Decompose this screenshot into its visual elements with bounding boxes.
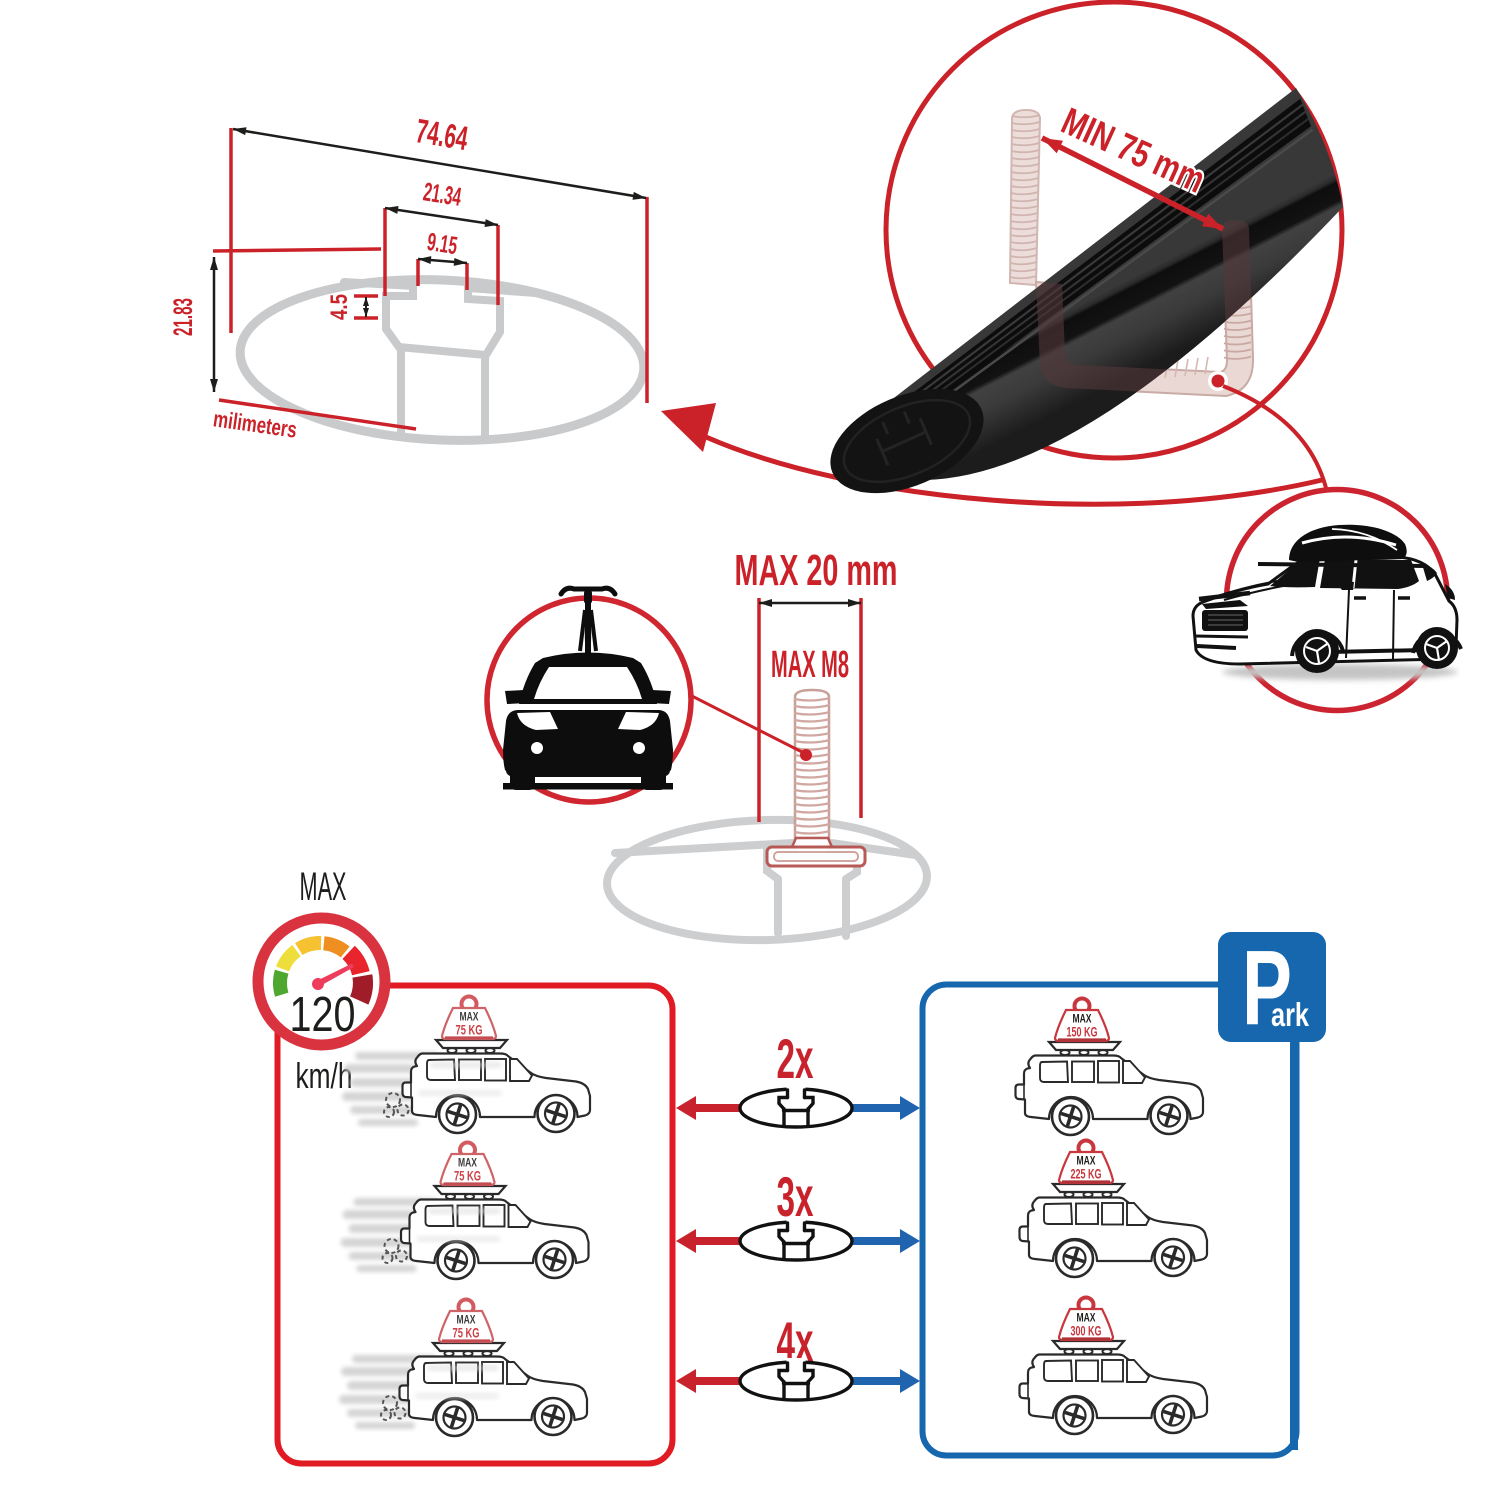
svg-text:MAX: MAX [458,1156,477,1170]
svg-text:75 KG: 75 KG [453,1325,480,1341]
svg-text:300 KG: 300 KG [1071,1323,1102,1339]
svg-text:150 KG: 150 KG [1067,1024,1098,1040]
svg-text:MAX M8: MAX M8 [771,644,849,686]
svg-text:3x: 3x [777,1165,814,1228]
svg-text:ark: ark [1271,996,1309,1033]
svg-text:MAX: MAX [300,865,347,909]
svg-text:km/h: km/h [296,1055,353,1096]
svg-text:MAX: MAX [1077,1311,1096,1325]
svg-text:225 KG: 225 KG [1071,1166,1102,1182]
svg-text:120: 120 [290,988,356,1042]
svg-text:9.15: 9.15 [425,228,459,260]
svg-text:2x: 2x [777,1027,814,1090]
svg-text:4.5: 4.5 [326,294,353,320]
svg-text:MAX: MAX [457,1313,476,1327]
svg-text:MAX 20 mm: MAX 20 mm [735,546,898,595]
svg-text:75 KG: 75 KG [454,1168,481,1184]
svg-text:21.34: 21.34 [421,176,464,212]
svg-text:MAX: MAX [1077,1154,1096,1168]
svg-text:MAX: MAX [1073,1012,1092,1026]
svg-text:MAX: MAX [460,1010,479,1024]
svg-text:74.64: 74.64 [413,112,471,158]
svg-text:P: P [1242,929,1292,1047]
svg-text:75 KG: 75 KG [456,1022,483,1038]
svg-text:21.83: 21.83 [168,298,198,336]
